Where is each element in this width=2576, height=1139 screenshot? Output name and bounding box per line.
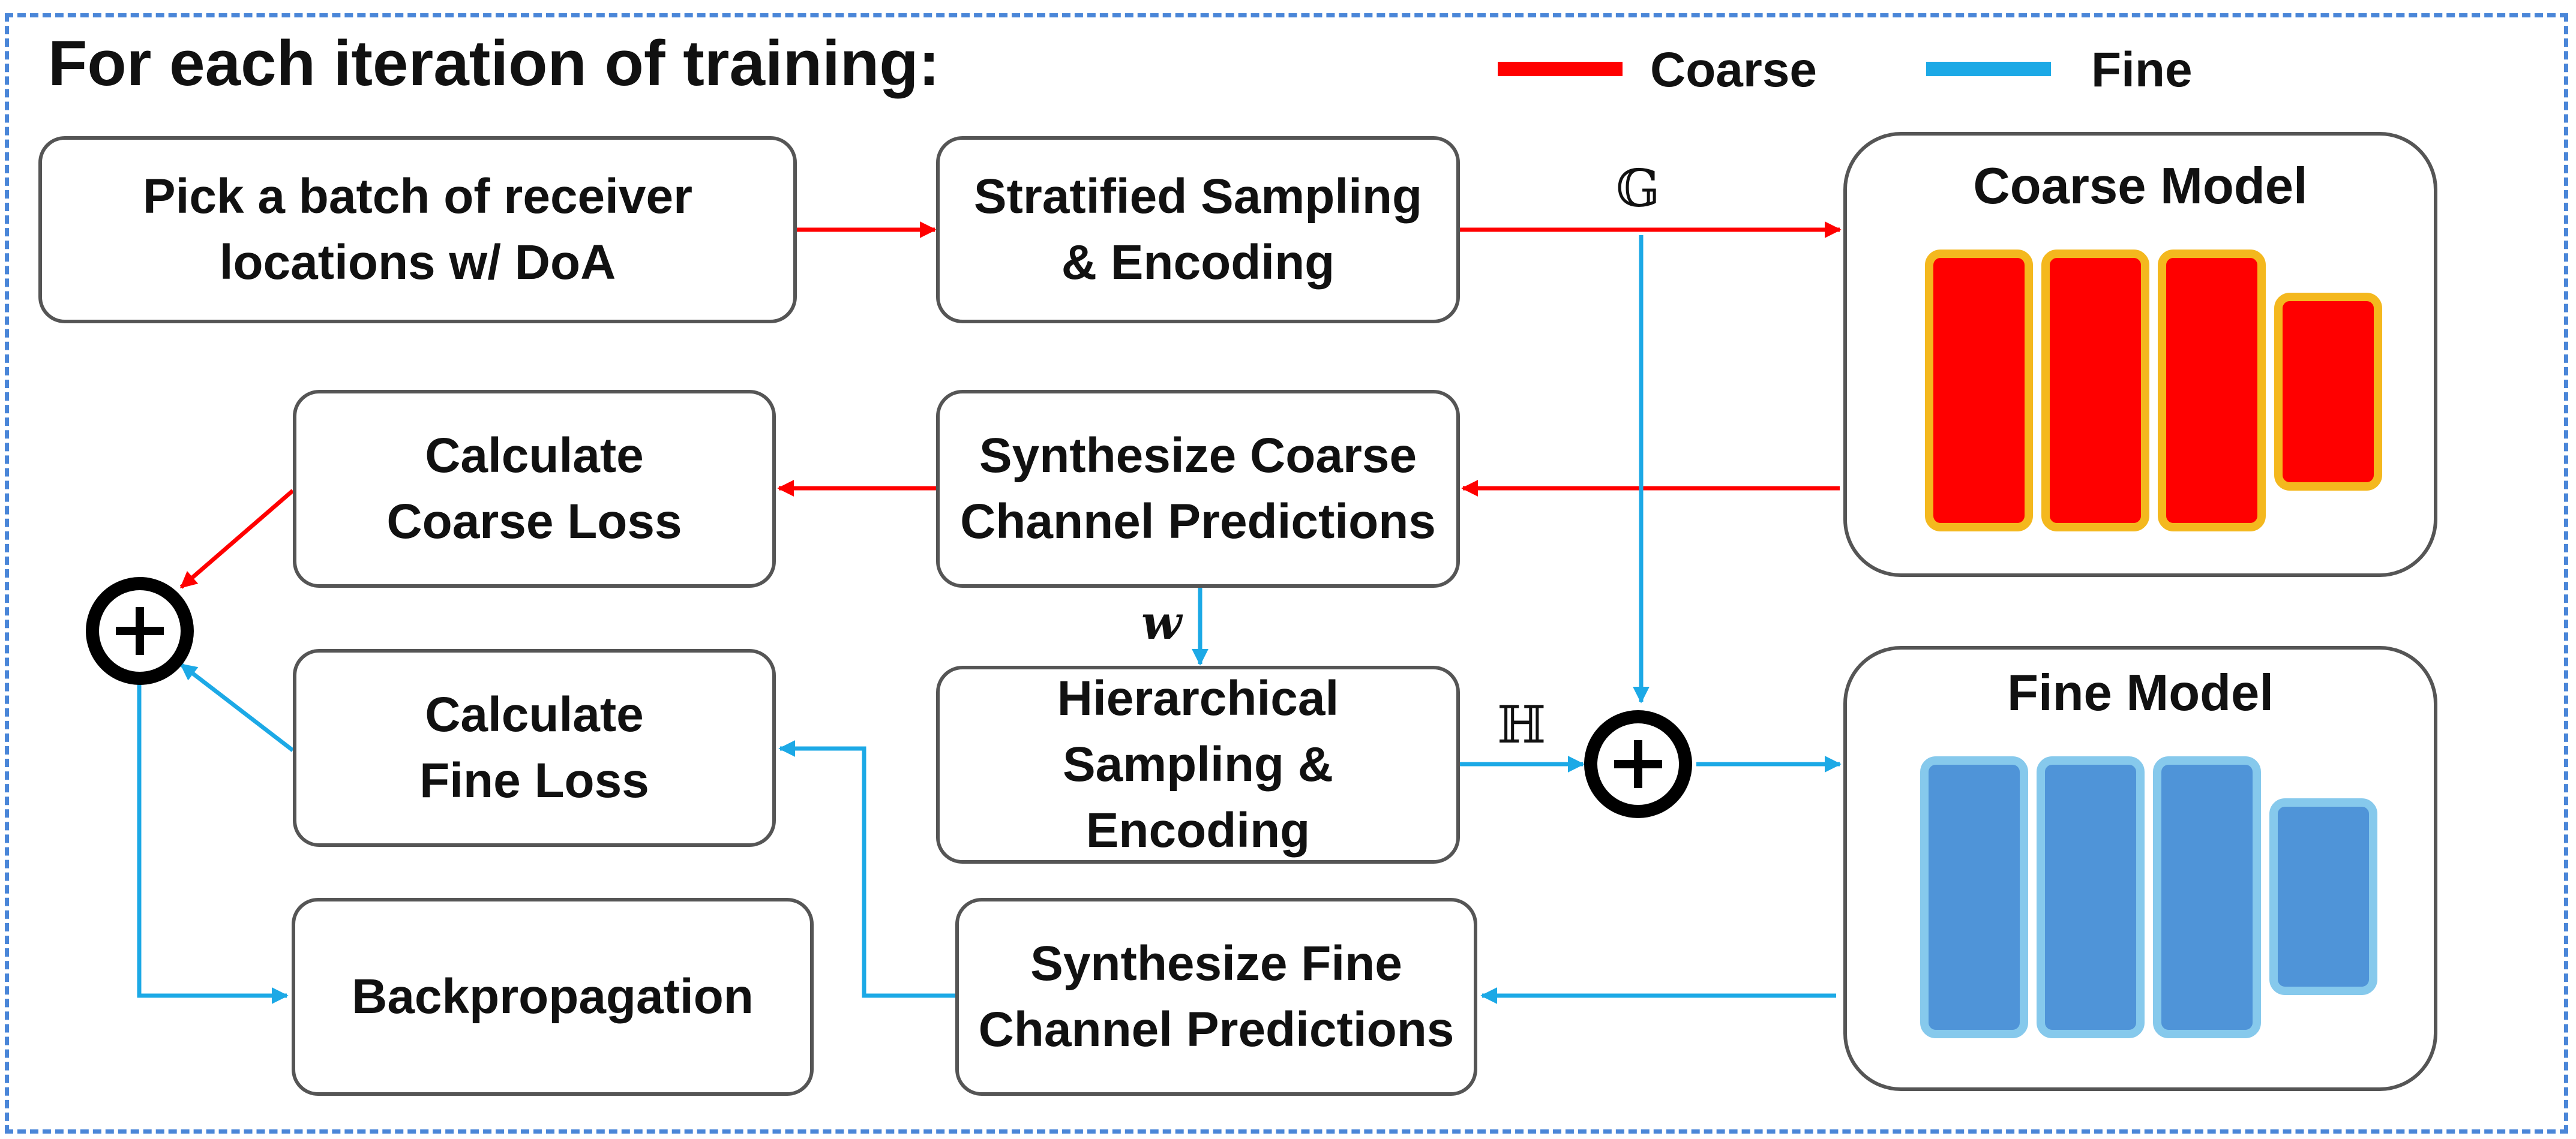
- hierarchical-sampling-box: Hierarchical Sampling & Encoding: [936, 666, 1460, 864]
- legend-fine-label: Fine: [2091, 43, 2193, 97]
- circled-plus-icon: [86, 577, 194, 685]
- arrow-fine-loss-to-sum: [179, 663, 295, 752]
- legend-coarse-label: Coarse: [1650, 43, 1818, 97]
- coarse-layer-2: [2041, 250, 2149, 531]
- synthesize-fine-box: Synthesize Fine Channel Predictions: [955, 898, 1477, 1096]
- coarse-loss-box: Calculate Coarse Loss: [293, 390, 776, 588]
- fine-layer-2: [2037, 756, 2145, 1038]
- g-symbol: 𝔾: [1616, 159, 1660, 219]
- synthesize-coarse-box: Synthesize Coarse Channel Predictions: [936, 390, 1460, 588]
- diagram-title: For each iteration of training:: [48, 27, 940, 99]
- arrow-sum-to-backprop: [137, 680, 289, 1004]
- backpropagation-box: Backpropagation: [292, 898, 814, 1096]
- fine-layer-4: [2269, 798, 2377, 995]
- dashed-frame: [5, 13, 2568, 1134]
- arrow-synth-fine-to-fine-loss: [778, 740, 955, 998]
- fine-model-title: Fine Model: [2007, 665, 2274, 722]
- h-symbol: ℍ: [1497, 695, 1546, 755]
- coarse-model-title: Coarse Model: [1973, 158, 2308, 215]
- coarse-layer-1: [1925, 250, 2033, 531]
- circled-plus-icon: [1584, 710, 1692, 818]
- fine-model-box: Fine Model: [1843, 646, 2437, 1091]
- stratified-sampling-box: Stratified Sampling & Encoding: [936, 136, 1460, 323]
- coarse-layer-3: [2158, 250, 2266, 531]
- fine-layer-1: [1920, 756, 2028, 1038]
- w-symbol: w: [1141, 596, 1182, 650]
- coarse-layer-4: [2274, 293, 2382, 491]
- pick-batch-box: Pick a batch of receiver locations w/ Do…: [38, 136, 797, 323]
- fine-layer-3: [2153, 756, 2261, 1038]
- arrow-coarse-loss-to-sum: [179, 489, 295, 589]
- legend-fine-swatch: [1926, 62, 2051, 76]
- coarse-model-box: Coarse Model: [1843, 132, 2437, 577]
- legend-coarse-swatch: [1498, 62, 1623, 76]
- fine-loss-box: Calculate Fine Loss: [293, 649, 776, 847]
